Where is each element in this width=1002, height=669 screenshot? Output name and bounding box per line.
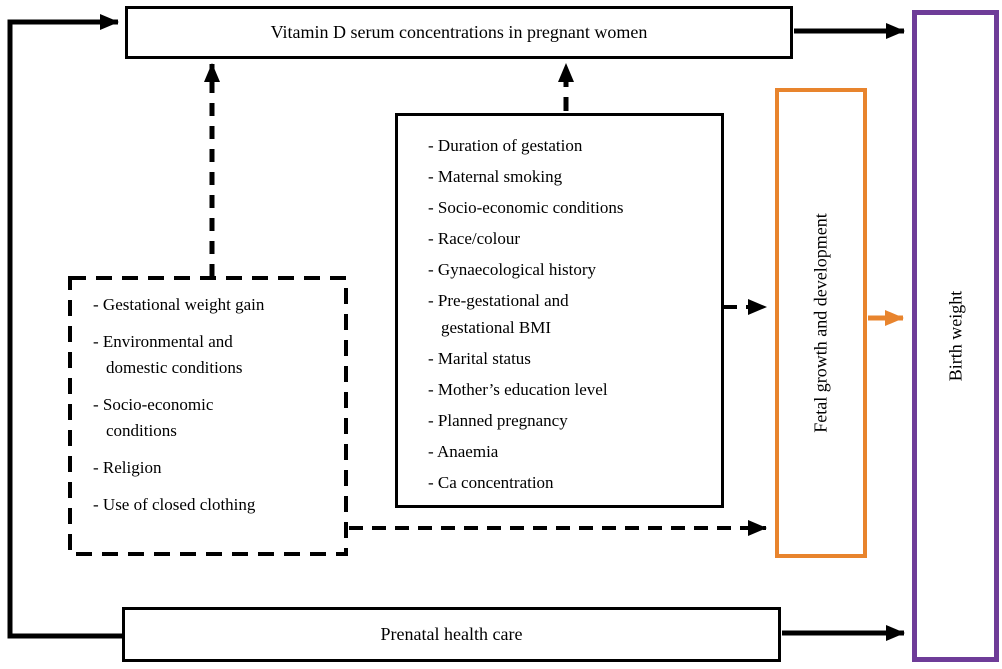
list-item: - Socio-economic conditions bbox=[93, 395, 214, 440]
list-item: - Socio-economic conditions bbox=[428, 198, 624, 217]
list-item: - Use of closed clothing bbox=[93, 495, 256, 514]
determinants-list: - Gestational weight gain - Environmenta… bbox=[93, 292, 283, 518]
list-item: - Religion bbox=[93, 458, 162, 477]
covariates-list: - Duration of gestation - Maternal smoki… bbox=[428, 132, 643, 496]
list-item: - Mother’s education level bbox=[428, 380, 608, 399]
list-item: - Pre-gestational and gestational BMI bbox=[428, 291, 569, 337]
list-item: - Gynaecological history bbox=[428, 260, 597, 279]
list-item: - Gestational weight gain bbox=[93, 295, 265, 314]
fetal-growth-label: Fetal growth and development bbox=[810, 213, 831, 433]
list-item: - Environmental and domestic conditions bbox=[93, 332, 243, 377]
list-item: - Marital status bbox=[428, 349, 531, 368]
covariates-box: - Duration of gestation - Maternal smoki… bbox=[395, 113, 724, 508]
birth-weight-box: Birth weight bbox=[912, 10, 999, 662]
vitamin-d-determinants-box: - Gestational weight gain - Environmenta… bbox=[68, 276, 350, 556]
list-item: - Race/colour bbox=[428, 229, 521, 248]
list-item: - Maternal smoking bbox=[428, 167, 563, 186]
list-item: - Duration of gestation bbox=[428, 136, 583, 155]
list-item: - Ca concentration bbox=[428, 473, 554, 492]
list-item: - Planned pregnancy bbox=[428, 411, 568, 430]
vitamin-d-box: Vitamin D serum concentrations in pregna… bbox=[125, 6, 793, 59]
prenatal-care-box: Prenatal health care bbox=[122, 607, 781, 662]
fetal-growth-box: Fetal growth and development bbox=[775, 88, 867, 558]
list-item: - Anaemia bbox=[428, 442, 499, 461]
birth-weight-label: Birth weight bbox=[945, 290, 965, 382]
vitamin-d-label: Vitamin D serum concentrations in pregna… bbox=[270, 22, 648, 42]
prenatal-care-label: Prenatal health care bbox=[380, 624, 523, 644]
